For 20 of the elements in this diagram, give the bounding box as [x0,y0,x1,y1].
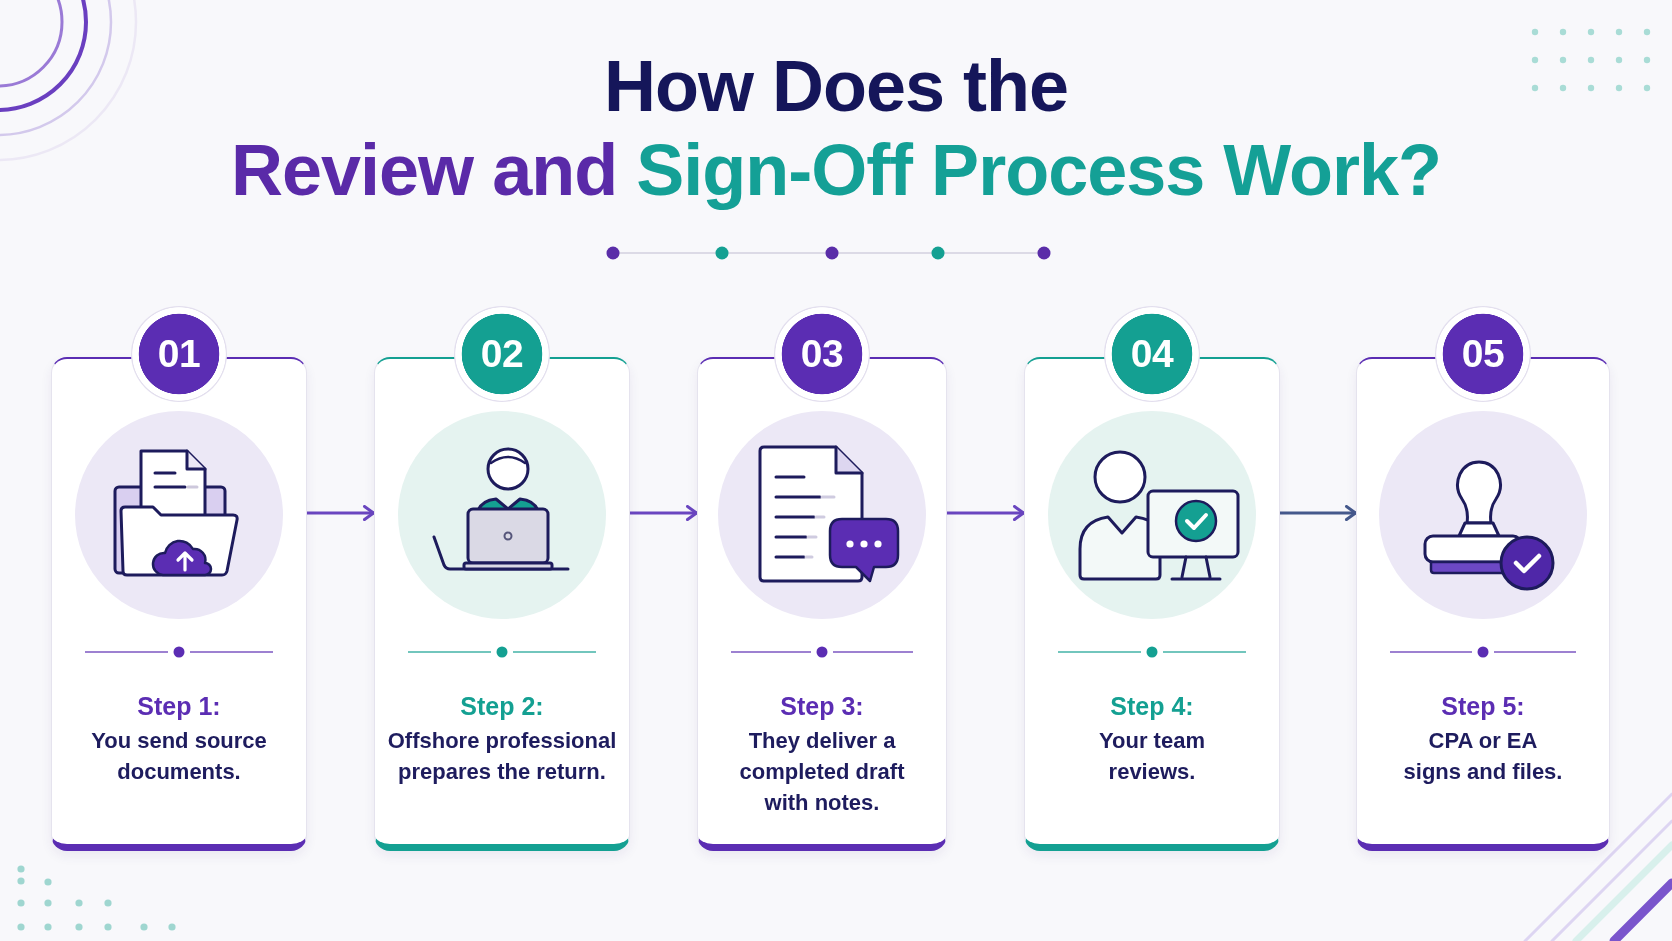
step-description: You send source documents. [90,727,268,786]
arrow [1280,505,1357,521]
arrow [947,505,1025,521]
step-label: Step 2: [460,691,544,721]
step-description: Your team reviews. [1098,727,1206,786]
step-description: Offshore professional prepares the return. [386,727,618,786]
step-number-badge: 05 [1435,306,1531,402]
step-description: They deliver a completed draft with notes. [738,727,906,817]
step-label: Step 1: [137,691,221,721]
step-label: Step 3: [780,691,864,721]
step-number-badge: 01 [131,306,227,402]
step-number-badge: 02 [454,306,550,402]
step-label: Step 5: [1441,691,1525,721]
step-number-badge: 03 [774,306,870,402]
step-description: CPA or EA signs and files. [1402,727,1564,786]
step-number-badge: 04 [1104,306,1200,402]
step-label: Step 4: [1110,691,1194,721]
title: How Does the Review and Sign-Off Process Work? [231,45,1441,212]
arrow [630,505,698,521]
arrow [307,505,375,521]
